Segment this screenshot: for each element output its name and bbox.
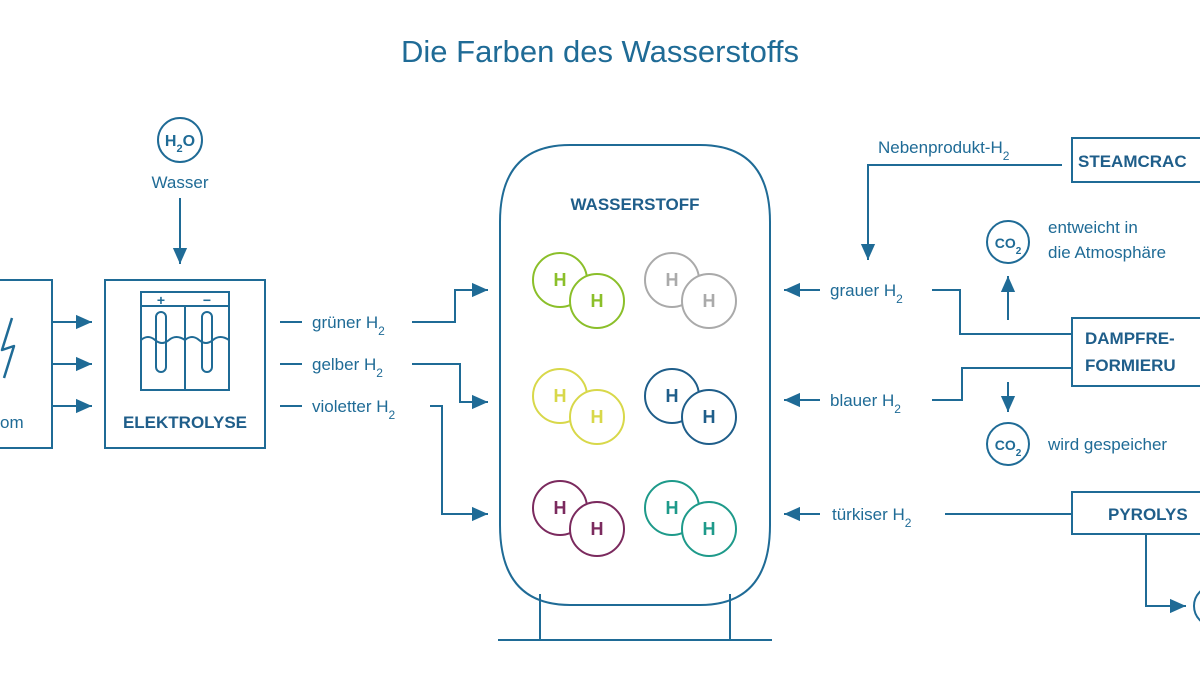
hydrogen-atom-circle <box>569 501 625 557</box>
electrolyzer-icon: + − <box>140 291 230 391</box>
output-violett-label: violetter H2 <box>312 397 396 422</box>
water-input: H2O Wasser <box>152 117 209 264</box>
hydrogen-atom-label: H <box>554 498 567 518</box>
line-grau <box>932 289 1072 335</box>
hydrogen-atom-label: H <box>591 519 604 539</box>
arrow-pyrolysis-out <box>1145 534 1186 614</box>
hydrogen-atom-label: H <box>666 498 679 518</box>
co2-stored-label: wird gespeicher <box>1047 435 1167 454</box>
hydrogen-atom-circle <box>569 273 625 329</box>
steamcracker-label: STEAMCRAC <box>1078 152 1187 171</box>
electrolysis-box: + − ELEKTROLYSE <box>104 279 266 449</box>
input-tuerkis-label: türkiser H2 <box>832 505 912 530</box>
h2o-formula: H2O <box>165 133 195 155</box>
molecule-gruen: HH <box>532 252 625 329</box>
hydrogen-atom-circle <box>681 273 737 329</box>
diagram-title: Die Farben des Wasserstoffs <box>401 34 799 69</box>
arrow-byproduct <box>860 164 1062 260</box>
arrow-gelb <box>412 363 488 410</box>
h2o-circle <box>157 117 203 163</box>
molecule-blau: HH <box>644 368 737 445</box>
plus-sign: + <box>157 292 165 308</box>
pyrolysis-output-circle <box>1193 590 1200 622</box>
co2-stored-circle <box>986 422 1030 466</box>
steam-reforming: DAMPFRE- FORMIERU CO2 entweicht in die A… <box>986 218 1200 466</box>
power-source: om <box>0 279 53 449</box>
left-outputs: grüner H2 gelber H2 violetter H2 <box>280 282 488 522</box>
output-gelb-label: gelber H2 <box>312 355 383 380</box>
co2-released-formula: CO2 <box>995 235 1022 257</box>
hydrogen-atom-label: H <box>666 386 679 406</box>
hydrogen-atom-label: H <box>591 407 604 427</box>
steam-reforming-line1: DAMPFRE- <box>1085 329 1175 348</box>
hydrogen-atom-label: H <box>591 291 604 311</box>
arrow-violett <box>430 405 488 522</box>
molecule-grau: HH <box>644 252 737 329</box>
steam-reforming-line2: FORMIERU <box>1085 356 1176 375</box>
hydrogen-atom-circle <box>681 501 737 557</box>
hydrogen-atom-label: H <box>554 386 567 406</box>
output-gruen-label: grüner H2 <box>312 313 385 338</box>
power-source-label: om <box>0 413 24 432</box>
molecule-gelb: HH <box>532 368 625 445</box>
lightning-icon <box>0 317 16 379</box>
hydrogen-atom-circle <box>569 389 625 445</box>
molecule-tuerkis: HH <box>644 480 737 557</box>
pyrolysis: PYROLYS <box>1071 491 1200 622</box>
co2-released-line2: die Atmosphäre <box>1048 243 1166 262</box>
co2-stored-formula: CO2 <box>995 437 1022 459</box>
arrow-gruen <box>412 282 488 323</box>
steamcracker-flow: Nebenprodukt-H2 STEAMCRAC <box>860 137 1200 260</box>
tank-label: WASSERSTOFF <box>570 195 699 214</box>
water-label: Wasser <box>152 173 209 192</box>
pyrolysis-label: PYROLYS <box>1108 505 1188 524</box>
hydrogen-atom-circle <box>681 389 737 445</box>
hydrogen-atom-label: H <box>554 270 567 290</box>
steam-reforming-box <box>1071 317 1200 387</box>
minus-sign: − <box>203 292 211 308</box>
steamcracker-box <box>1071 137 1200 183</box>
molecule-violett: HH <box>532 480 625 557</box>
input-grau-label: grauer H2 <box>830 281 903 306</box>
hydrogen-atom-label: H <box>703 519 716 539</box>
co2-released-line1: entweicht in <box>1048 218 1138 237</box>
co2-released-circle <box>986 220 1030 264</box>
pyrolysis-box <box>1071 491 1200 535</box>
right-inputs: grauer H2 blauer H2 türkiser H2 <box>784 281 1072 530</box>
hydrogen-atom-label: H <box>666 270 679 290</box>
line-blau <box>932 367 1072 401</box>
byproduct-label: Nebenprodukt-H2 <box>878 138 1010 163</box>
input-blau-label: blauer H2 <box>830 391 901 416</box>
hydrogen-atom-label: H <box>703 291 716 311</box>
hydrogen-atom-label: H <box>703 407 716 427</box>
electrolysis-label: ELEKTROLYSE <box>123 413 247 432</box>
